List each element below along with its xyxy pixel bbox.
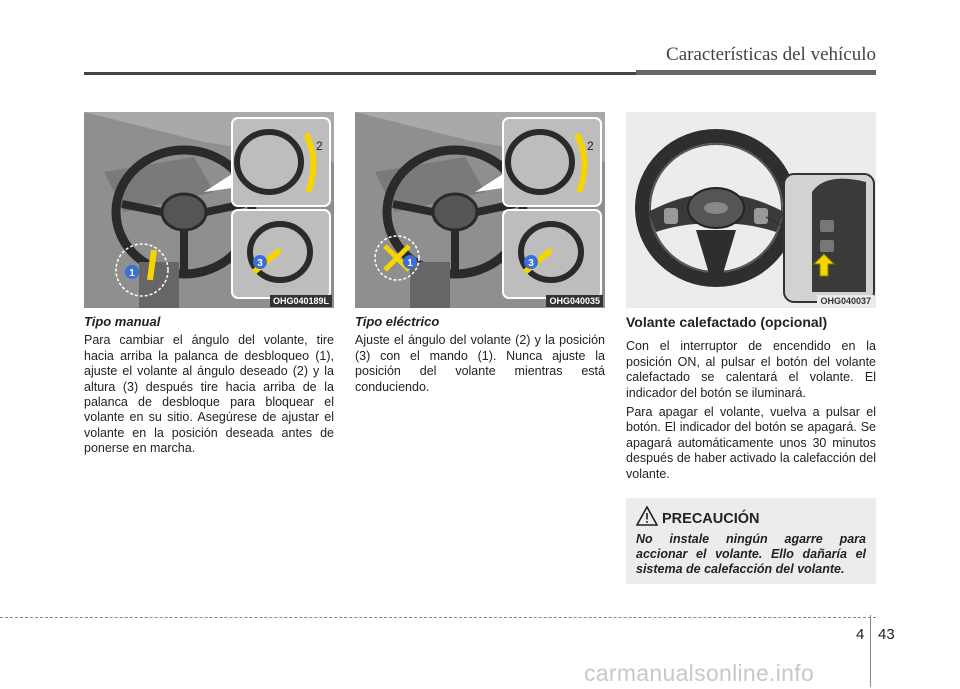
electric-type-text: Ajuste el ángulo del volante (2) y la po… [355, 333, 605, 394]
callout-2: 2 [587, 139, 594, 153]
callout-1: 1 [129, 268, 135, 279]
watermark: carmanualsonline.info [584, 660, 815, 686]
heated-wheel-illustration [626, 112, 876, 308]
figure-code: OHG040189L [269, 295, 332, 307]
manual-type-text: Para cambiar el ángulo del volante, tire… [84, 333, 334, 456]
figure-electric-tilt: 1 2 3 OHG040035 [355, 112, 605, 308]
header-rule [84, 72, 876, 75]
callout-3: 3 [257, 258, 263, 269]
electric-type-section: Tipo eléctrico Ajuste el ángulo del vola… [355, 314, 605, 399]
page-header-title: Características del vehículo [666, 44, 876, 65]
page-number: 43 [878, 626, 895, 643]
section-number: 4 [856, 626, 865, 643]
figure-code: OHG040035 [546, 295, 603, 307]
callout-2: 2 [316, 139, 323, 153]
electric-type-subtitle: Tipo eléctrico [355, 314, 440, 329]
figure-manual-tilt: 1 2 3 OHG040189L [84, 112, 334, 308]
callout-1: 1 [407, 258, 413, 269]
figure-code: OHG040037 [817, 295, 874, 307]
heated-wheel-section: Volante calefactado (opcional) Con el in… [626, 314, 876, 486]
warning-triangle-icon [636, 506, 658, 526]
caution-text: No instale ningún agarre para accionar e… [636, 532, 866, 576]
page-number-separator [870, 615, 871, 687]
manual-type-section: Tipo manual Para cambiar el ángulo del v… [84, 314, 334, 461]
manual-steering-illustration: 1 2 3 [84, 112, 334, 308]
figure-heated-wheel: OHG040037 [626, 112, 876, 308]
heated-wheel-para-2: Para apagar el volante, vuelva a pulsar … [626, 405, 876, 481]
heated-wheel-para-1: Con el interruptor de encendido en la po… [626, 339, 876, 400]
caution-box: PRECAUCIÓN No instale ningún agarre para… [626, 498, 876, 584]
heated-wheel-title: Volante calefactado (opcional) [626, 314, 828, 330]
callout-3: 3 [528, 258, 534, 269]
caution-title: PRECAUCIÓN [662, 511, 760, 527]
header-rule-accent [636, 70, 876, 75]
manual-type-subtitle: Tipo manual [84, 314, 161, 329]
electric-steering-illustration: 1 2 3 [355, 112, 605, 308]
footer-divider [0, 617, 876, 618]
